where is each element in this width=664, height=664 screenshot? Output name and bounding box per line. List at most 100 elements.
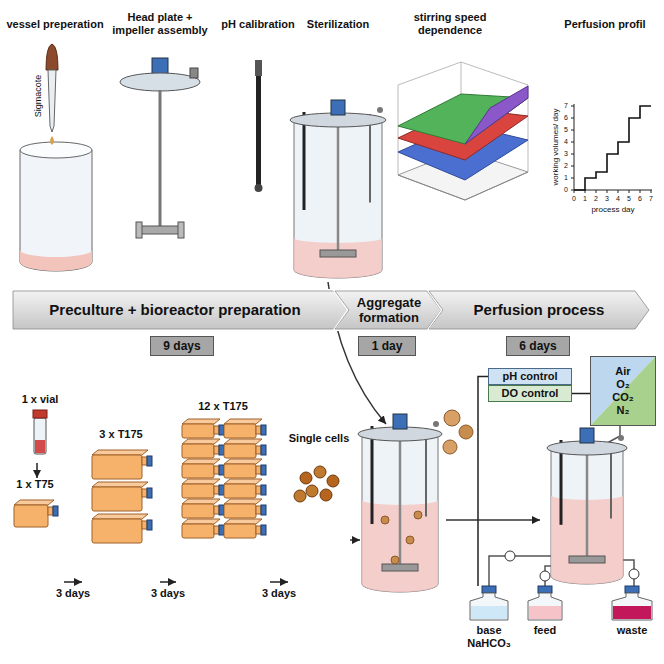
- culture-flasks-part: [219, 465, 224, 475]
- bottle-liquid: [529, 606, 561, 619]
- culture-flasks-part: [219, 485, 224, 495]
- perfusion-bioreactor-part: [618, 435, 624, 441]
- culture-flasks-part: [182, 439, 220, 444]
- axis-tick-label: 7: [561, 102, 571, 110]
- culture-flasks-part: [92, 482, 148, 487]
- node-text: O₂: [616, 378, 629, 391]
- single-cells-part: [327, 475, 339, 487]
- axis-tick-label: 7: [646, 195, 656, 203]
- perfusion-step-chart-part: [574, 104, 652, 190]
- axis-tick-label: 0: [569, 195, 579, 203]
- culture-flasks-part: [142, 457, 147, 465]
- culture-flasks-part: [182, 519, 220, 524]
- tubing-part: [446, 519, 540, 521]
- stock-vial-part: [33, 410, 47, 418]
- culture-flasks-part: [214, 506, 219, 514]
- sterilization-vessel-part: [377, 107, 383, 113]
- culture-flasks-part: [224, 419, 262, 424]
- aggregate-bioreactor-part: [382, 564, 418, 571]
- aggregates-part: [443, 440, 457, 454]
- culture-flasks-part: [182, 479, 220, 484]
- bottle-cap: [482, 586, 496, 593]
- culture-flasks-part: [256, 526, 261, 534]
- flask-group: 12 x T175: [176, 400, 270, 590]
- perfusion-bioreactor-part: [586, 448, 589, 560]
- media-bottle: feed: [520, 586, 570, 660]
- node-text: 1 x T75: [16, 478, 53, 491]
- node-text: 6 days: [519, 339, 556, 353]
- axis-tick-label: 3: [602, 195, 612, 203]
- node-text: feed: [534, 624, 557, 637]
- head-plate-impeller-part: [120, 73, 200, 91]
- surface-plot-part: [398, 172, 528, 200]
- culture-flasks-part: [224, 484, 256, 498]
- duration-label: 3 days: [260, 587, 298, 600]
- pipette-part: [46, 44, 58, 70]
- gas-panel-air: [590, 356, 656, 426]
- head-plate-impeller-part: [136, 222, 142, 238]
- single-cells-part: [306, 485, 318, 497]
- aggregate-bioreactor-part: [381, 516, 389, 524]
- axis-tick-label: 2: [561, 162, 571, 170]
- culture-flasks-part: [214, 526, 219, 534]
- bottle-body: [470, 593, 508, 620]
- culture-flasks-part: [14, 505, 48, 527]
- node-text: 1 day: [372, 339, 403, 353]
- culture-flasks-part: [92, 450, 148, 455]
- culture-flasks-part: [224, 464, 256, 478]
- perfusion-bioreactor-part: [580, 428, 594, 443]
- head-plate-impeller-part: [178, 222, 184, 238]
- reagent-label: Sigmacote: [33, 61, 43, 131]
- aggregate-bioreactor-part: [391, 556, 399, 564]
- node-text: Single cells: [289, 432, 350, 445]
- culture-flasks-part: [147, 520, 152, 530]
- control-box: pH control: [488, 368, 572, 385]
- aggregate-bioreactor-part: [414, 511, 422, 519]
- culture-flasks-part: [147, 456, 152, 466]
- glass-vessel-part: [20, 150, 92, 271]
- culture-flasks-part: [14, 500, 54, 505]
- culture-flasks-part: [182, 464, 214, 478]
- culture-flasks-part: [182, 524, 214, 538]
- node-text: waste: [617, 624, 648, 637]
- bottle-cap: [625, 586, 639, 593]
- aggregates: [443, 410, 473, 454]
- node-text: 9 days: [163, 339, 200, 353]
- node-text: Air: [615, 365, 630, 378]
- duration-box: 9 days: [150, 336, 214, 356]
- step-title: vessel preperation: [5, 18, 105, 31]
- aggregate-bioreactor-part: [433, 421, 439, 427]
- culture-flasks-part: [92, 487, 142, 511]
- node-text: NaHCO₃: [467, 637, 511, 650]
- pipette: [46, 44, 58, 145]
- culture-flasks-part: [182, 499, 220, 504]
- pipette-part: [50, 136, 54, 145]
- culture-flasks-part: [53, 506, 58, 516]
- head-plate-impeller-part: [190, 68, 198, 78]
- media-bottle-outline: [520, 586, 570, 660]
- perfusion-bioreactor-part: [569, 556, 605, 563]
- surface-plot: [398, 62, 528, 200]
- node-text: DO control: [502, 387, 559, 400]
- perfusion-step-chart: [571, 104, 652, 193]
- flow-arrow: [64, 581, 82, 583]
- tubing-part: [540, 571, 550, 581]
- culture-flasks-part: [92, 514, 148, 519]
- node-text: 3 x T175: [99, 428, 142, 441]
- stage-chevron: Perfusion process: [428, 290, 650, 330]
- axis-tick-label: 6: [635, 195, 645, 203]
- sterilization-vessel-part: [294, 120, 382, 278]
- culture-flasks: [14, 419, 266, 543]
- node-text: Perfusion process: [474, 301, 605, 319]
- vial-group: 1 x vial: [10, 393, 70, 463]
- aggregates-part: [459, 425, 473, 439]
- sterilization-vessel-part: [303, 112, 306, 210]
- node-text: Aggregate formation: [352, 295, 426, 326]
- axis-tick-label: 4: [561, 138, 571, 146]
- axis-tick-label: 4: [613, 195, 623, 203]
- ph-probe-part: [256, 76, 261, 186]
- culture-flasks-part: [142, 489, 147, 497]
